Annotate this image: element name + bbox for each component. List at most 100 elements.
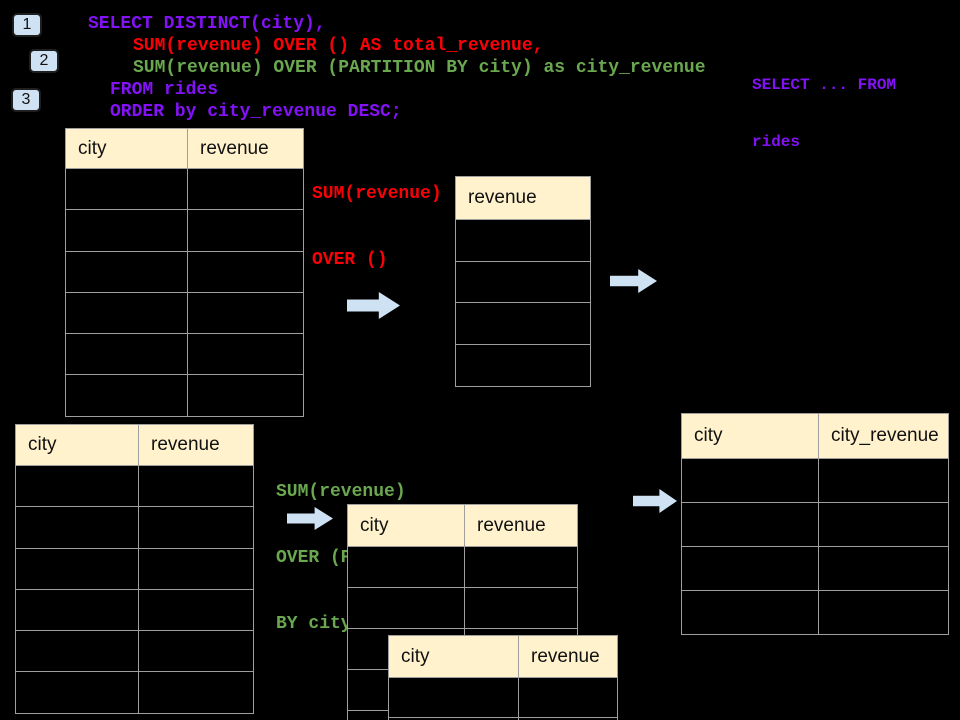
table-row: [456, 260, 590, 303]
table-cell: [66, 334, 187, 374]
table-cell: [682, 591, 818, 634]
table-cell: [66, 210, 187, 250]
table-row: [16, 506, 253, 548]
table-cell: [16, 507, 138, 547]
note-line-2: rides: [752, 133, 801, 151]
table-row: [16, 671, 253, 713]
table-cell: [464, 588, 577, 628]
table-row: [348, 546, 577, 587]
step-badge-1: 1: [12, 13, 42, 37]
note-select-from: SELECT ... FROM rides: [752, 38, 896, 190]
table-row: [66, 333, 303, 375]
table-row: [389, 717, 617, 720]
right-arrow-icon: [633, 489, 677, 513]
table-row: [16, 630, 253, 672]
table-cell: [16, 631, 138, 671]
table-body: [682, 458, 948, 634]
table-cell: [389, 678, 518, 717]
table-row: [66, 209, 303, 251]
table-body: [66, 168, 303, 416]
table-cell: [66, 375, 187, 415]
table-source-top: city revenue: [65, 128, 304, 417]
sql-line-partition: SUM(revenue) OVER (PARTITION BY city) as…: [133, 58, 706, 78]
table-row: [66, 374, 303, 416]
table-body: [456, 219, 590, 386]
step-badge-2: 2: [29, 49, 59, 73]
table-row: [348, 587, 577, 628]
table-cell: [138, 466, 253, 507]
sql-line-from: FROM rides: [110, 80, 219, 100]
table-cell: [138, 631, 253, 672]
sql-line-select: SELECT DISTINCT(city),: [88, 14, 326, 34]
table-header-row: revenue: [456, 177, 590, 219]
table-row: [456, 219, 590, 261]
table-row: [682, 546, 948, 590]
table-row: [16, 465, 253, 507]
table-cell: [682, 503, 818, 546]
table-cell: [456, 220, 590, 261]
table-cell: [682, 459, 818, 502]
table-cell: [456, 303, 590, 344]
table-row: [389, 677, 617, 717]
annotation-line: SUM(revenue): [312, 184, 442, 204]
column-header-city: city: [360, 514, 389, 536]
note-line-1: SELECT ... FROM: [752, 76, 897, 94]
table-cell: [138, 672, 253, 713]
table-cell: [16, 466, 138, 506]
table-cell: [187, 251, 303, 292]
table-cell: [518, 718, 617, 720]
table-header-row: city revenue: [66, 129, 303, 168]
column-header-revenue: revenue: [464, 505, 577, 546]
table-body: [389, 677, 617, 720]
table-cell: [187, 375, 303, 416]
right-arrow-icon: [610, 269, 657, 293]
table-cell: [138, 548, 253, 589]
table-row: [66, 250, 303, 292]
column-header-city: city: [401, 645, 430, 667]
table-header-row: city revenue: [348, 505, 577, 546]
table-cell: [818, 459, 948, 502]
table-row: [682, 502, 948, 546]
table-header-row: city city_revenue: [682, 414, 948, 458]
table-cell: [187, 292, 303, 334]
table-cell: [818, 591, 948, 634]
annotation-total-revenue: SUM(revenue) OVER (): [312, 139, 442, 315]
table-cell: [16, 549, 138, 589]
table-cell: [682, 547, 818, 590]
table-row: [66, 291, 303, 334]
column-header-revenue: revenue: [187, 129, 303, 168]
table-result: city city_revenue: [681, 413, 949, 635]
table-cell: [16, 590, 138, 630]
table-source-bottom: city revenue: [15, 424, 254, 714]
column-header-city: city: [694, 425, 723, 446]
table-revenue-only: revenue: [455, 176, 591, 387]
column-header-revenue: revenue: [138, 425, 253, 465]
step-badge-3: 3: [11, 88, 41, 112]
table-row: [16, 547, 253, 589]
column-header-city: city: [78, 137, 107, 159]
table-row: [682, 590, 948, 634]
table-cell: [818, 503, 948, 546]
column-header-city: city: [28, 434, 57, 455]
table-cell: [456, 262, 590, 303]
column-header-revenue: revenue: [518, 636, 617, 677]
table-cell: [187, 169, 303, 210]
table-row: [16, 588, 253, 631]
table-cell: [187, 334, 303, 375]
table-cell: [464, 547, 577, 587]
sql-line-order: ORDER by city_revenue DESC;: [110, 102, 402, 122]
table-header-row: city revenue: [389, 636, 617, 677]
table-cell: [138, 589, 253, 631]
table-row: [456, 302, 590, 345]
sql-line-total: SUM(revenue) OVER () AS total_revenue,: [133, 36, 544, 56]
table-row: [682, 458, 948, 502]
table-partition-over: city revenue: [388, 635, 618, 720]
table-cell: [818, 547, 948, 590]
table-cell: [66, 293, 187, 333]
annotation-line: SUM(revenue): [276, 482, 406, 502]
table-cell: [518, 678, 617, 717]
table-row: [456, 344, 590, 386]
table-header-row: city revenue: [16, 425, 253, 465]
annotation-line: OVER (): [312, 250, 388, 270]
